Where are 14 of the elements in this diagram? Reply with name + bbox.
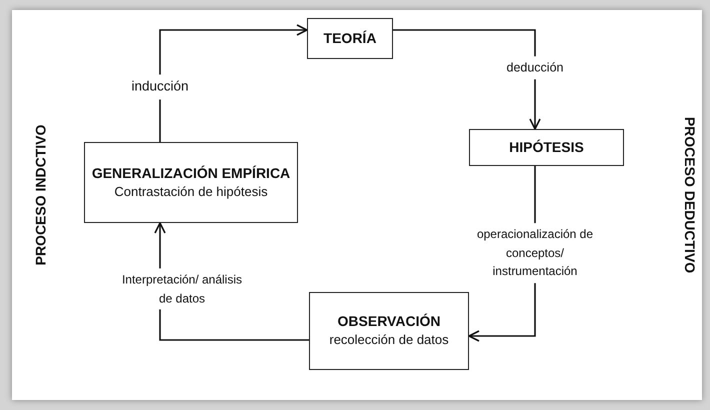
connector-arrow — [393, 29, 541, 130]
process-box — [469, 129, 624, 166]
process-box — [309, 292, 469, 370]
process-box — [84, 142, 298, 223]
node-title: HIPÓTESIS — [509, 138, 584, 157]
node-description: Contrastación de hipótesis — [114, 182, 268, 201]
node-title: TEORÍA — [324, 29, 376, 48]
side-label: PROCESO INDCTIVO — [32, 124, 48, 266]
node-description: recolección de datos — [329, 331, 449, 350]
node-title: OBSERVACIÓN — [338, 312, 440, 332]
process-box — [307, 18, 393, 59]
side-label: PROCESO DEDUCTIVO — [682, 116, 698, 274]
connector-arrow — [159, 24, 308, 142]
node-title: GENERALIZACIÓN EMPÍRICA — [92, 164, 290, 183]
